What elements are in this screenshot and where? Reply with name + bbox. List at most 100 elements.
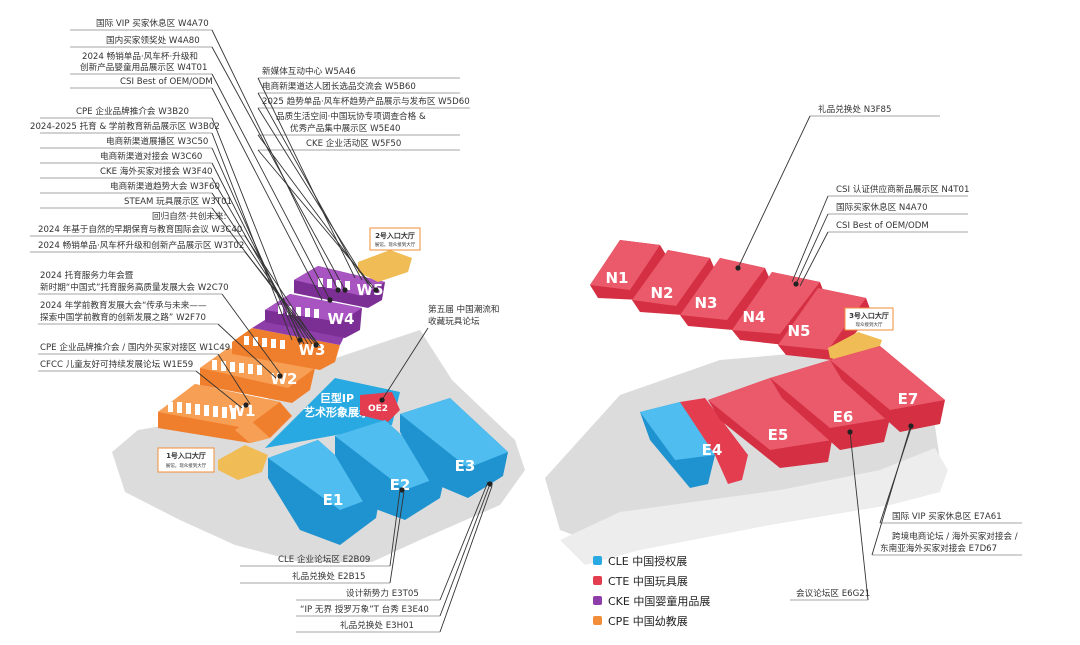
map-label: 收藏玩具论坛 — [428, 315, 480, 327]
map-label: “IP 无界 授罗万象”T 台秀 E3E40 — [300, 603, 429, 615]
map-label: 设计新势力 E3T05 — [346, 587, 419, 599]
map-label: 国际 VIP 买家休息区 W4A70 — [96, 17, 209, 29]
hall-e1[interactable]: E1 — [268, 440, 380, 545]
labels-top-left: 国际 VIP 买家休息区 W4A70 国内买家领奖处 W4A80 2024 畅销… — [70, 17, 213, 89]
entrance-2-sub: 展馆，现众接到大厅 — [375, 241, 416, 248]
map-label: 第五届 中国潮流和 — [428, 303, 499, 315]
hall-e4[interactable]: E4 — [640, 398, 748, 488]
hall-e7[interactable]: E7 — [830, 346, 945, 432]
legend-item-cke: CKE 中国婴童用品展 — [593, 594, 710, 608]
map-label: CLE 企业论坛区 E2B09 — [278, 553, 370, 565]
map-label: 电商新渠道对接会 W3C60 — [100, 150, 202, 162]
map-label: 会议论坛区 E6G21 — [796, 587, 870, 599]
map-label: CSI Best of OEM/ODM — [120, 77, 213, 87]
map-label: 2024-2025 托育 & 学前教育新品展示区 W3B02 — [30, 120, 220, 132]
map-label: CKE 海外买家对接会 W3F40 — [100, 165, 213, 177]
entrance-2-title: 2号入口大厅 — [375, 231, 415, 240]
map-label: 新时期“中国式”托育服务高质量发展大会 W2C70 — [40, 281, 229, 293]
hall-e3-label: E3 — [455, 457, 476, 475]
hall-e3[interactable]: E3 — [400, 398, 508, 498]
map-label: 电商新渠道展播区 W3C50 — [106, 135, 208, 147]
hall-oe2[interactable]: OE2 — [360, 392, 400, 422]
hall-n3[interactable]: N3 — [680, 258, 772, 330]
road-right — [560, 448, 948, 565]
hall-n2-label: N2 — [651, 284, 674, 302]
hall-e6-label: E6 — [833, 408, 854, 426]
entrance-1[interactable]: 1号入口大厅 展馆，现众接到大厅 — [157, 445, 268, 480]
legend-item-cpe: CPE 中国幼教展 — [593, 615, 688, 628]
entrance-2[interactable]: 2号入口大厅 展馆，现众接到大厅 — [358, 227, 421, 282]
map-label: 礼品兑换处 E2B15 — [292, 570, 365, 582]
hall-w1-label: W1 — [229, 402, 256, 420]
map-label: 2024 畅销单品·风车杯·升级和 — [82, 50, 198, 62]
hall-e2-label: E2 — [390, 476, 411, 494]
map-label: 国内买家领奖处 W4A80 — [106, 34, 200, 46]
map-label: 2025 趋势单品·风车杯趋势产品展示与发布区 W5D60 — [262, 95, 470, 107]
legend-item-cle: CLE 中国授权展 — [593, 554, 687, 568]
map-label: CFCC 儿童友好可持续发展论坛 W1E59 — [40, 358, 193, 370]
map-label: CTE 中国玩具展 — [608, 575, 688, 588]
hall-oe2-label: OE2 — [368, 404, 388, 414]
labels-w2-block: 2024 托育服务力年会暨 新时期“中国式”托育服务高质量发展大会 W2C70 … — [38, 269, 229, 325]
hall-w5-label: W5 — [357, 281, 384, 299]
map-label: CKE 中国婴童用品展 — [608, 594, 710, 608]
hall-w2-label: W2 — [271, 370, 298, 388]
labels-mid-left: CPE 企业品牌推介会 W3B20 2024-2025 托育 & 学前教育新品展… — [30, 105, 245, 253]
map-label: CPE 企业品牌推介会 W3B20 — [76, 105, 189, 117]
entrance-3-title: 3号入口大厅 — [849, 311, 889, 320]
map-label: 创新产品婴童用品展示区 W4T01 — [80, 61, 207, 73]
map-label: 品质生活空间·中国玩协专项调查合格 & — [276, 110, 426, 122]
hall-w3-label: W3 — [299, 341, 326, 359]
hall-n3-label: N3 — [695, 294, 718, 312]
hall-n5-label: N5 — [788, 322, 811, 340]
map-label: 国际 VIP 买家休息区 E7A61 — [892, 510, 1002, 522]
entrance-3-sub: 现众接到大厅 — [856, 321, 883, 328]
hall-e6[interactable]: E6 — [770, 360, 890, 450]
map-label: 探索中国学前教育的创新发展之路” W2F70 — [40, 311, 206, 323]
map-label: 2024 年基于自然的早期保育与教育国际会议 W3C40 — [38, 223, 242, 235]
leader-dots — [243, 265, 914, 493]
map-label: 回归自然·共创未来: — [152, 210, 226, 222]
map-label: CLE 中国授权展 — [608, 554, 687, 568]
hall-n5[interactable]: N5 — [778, 288, 872, 360]
hall-e7-label: E7 — [898, 390, 919, 408]
labels-right-top: 礼品兑换处 N3F85 CSI 认证供应商新品展示区 N4T01 国际买家休息区… — [810, 103, 969, 233]
map-label: 电商新渠道趋势大会 W3F60 — [110, 180, 220, 192]
map-label: 跨境电商论坛 / 海外买家对接会 / — [892, 530, 1018, 542]
hall-n4-label: N4 — [743, 308, 766, 326]
map-label: 东南亚海外买家对接会 E7D67 — [880, 542, 997, 554]
labels-forum: 第五届 中国潮流和 收藏玩具论坛 — [428, 303, 499, 327]
map-label: 电商新渠道达人团长选品交流会 W5B60 — [262, 80, 416, 92]
hall-e5[interactable]: E5 — [708, 378, 832, 468]
entrance-1-sub: 展馆，现众接到大厅 — [166, 462, 207, 469]
ip-art-line2: 艺术形象展示 — [304, 405, 370, 419]
map-label: 礼品兑换处 N3F85 — [818, 103, 891, 115]
map-label: 新媒体互动中心 W5A46 — [262, 65, 356, 77]
leader-lines — [195, 29, 913, 633]
hall-n1-label: N1 — [606, 269, 629, 287]
hall-w4[interactable]: W4 — [265, 294, 362, 338]
hall-e2[interactable]: E2 — [335, 420, 445, 520]
labels-w1-block: CPE 企业品牌推介会 / 国内外买家对接区 W1C49 CFCC 儿童友好可持… — [38, 341, 230, 372]
hall-w4-label: W4 — [328, 310, 355, 328]
map-label: 2024 畅销单品·风车杯升级和创新产品展示区 W3T02 — [38, 239, 244, 251]
map-label: 2024 托育服务力年会暨 — [40, 269, 134, 281]
legend: CLE 中国授权展 CTE 中国玩具展 CKE 中国婴童用品展 CPE 中国幼教… — [593, 554, 710, 628]
map-label: CSI 认证供应商新品展示区 N4T01 — [836, 183, 969, 195]
legend-item-cte: CTE 中国玩具展 — [593, 575, 688, 588]
map-label: 优秀产品集中展示区 W5E40 — [290, 122, 400, 134]
entrance-1-title: 1号入口大厅 — [166, 451, 206, 460]
map-label: STEAM 玩具展示区 W3T01 — [124, 196, 232, 207]
map-label: CSI Best of OEM/ODM — [836, 221, 929, 231]
map-label: CPE 企业品牌推介会 / 国内外买家对接区 W1C49 — [40, 341, 230, 353]
map-label: 2024 年学前教育发展大会“传承与未来—— — [40, 299, 207, 311]
hall-n4[interactable]: N4 — [732, 272, 826, 345]
hall-e5-label: E5 — [768, 426, 789, 444]
hall-w3[interactable]: W3 — [232, 318, 345, 370]
hall-w5[interactable]: W5 — [294, 266, 385, 308]
map-label: CPE 中国幼教展 — [608, 615, 688, 628]
hall-w1[interactable]: W1 — [158, 384, 292, 443]
map-label: 国际买家休息区 N4A70 — [836, 201, 928, 213]
hall-e4-label: E4 — [702, 441, 723, 459]
